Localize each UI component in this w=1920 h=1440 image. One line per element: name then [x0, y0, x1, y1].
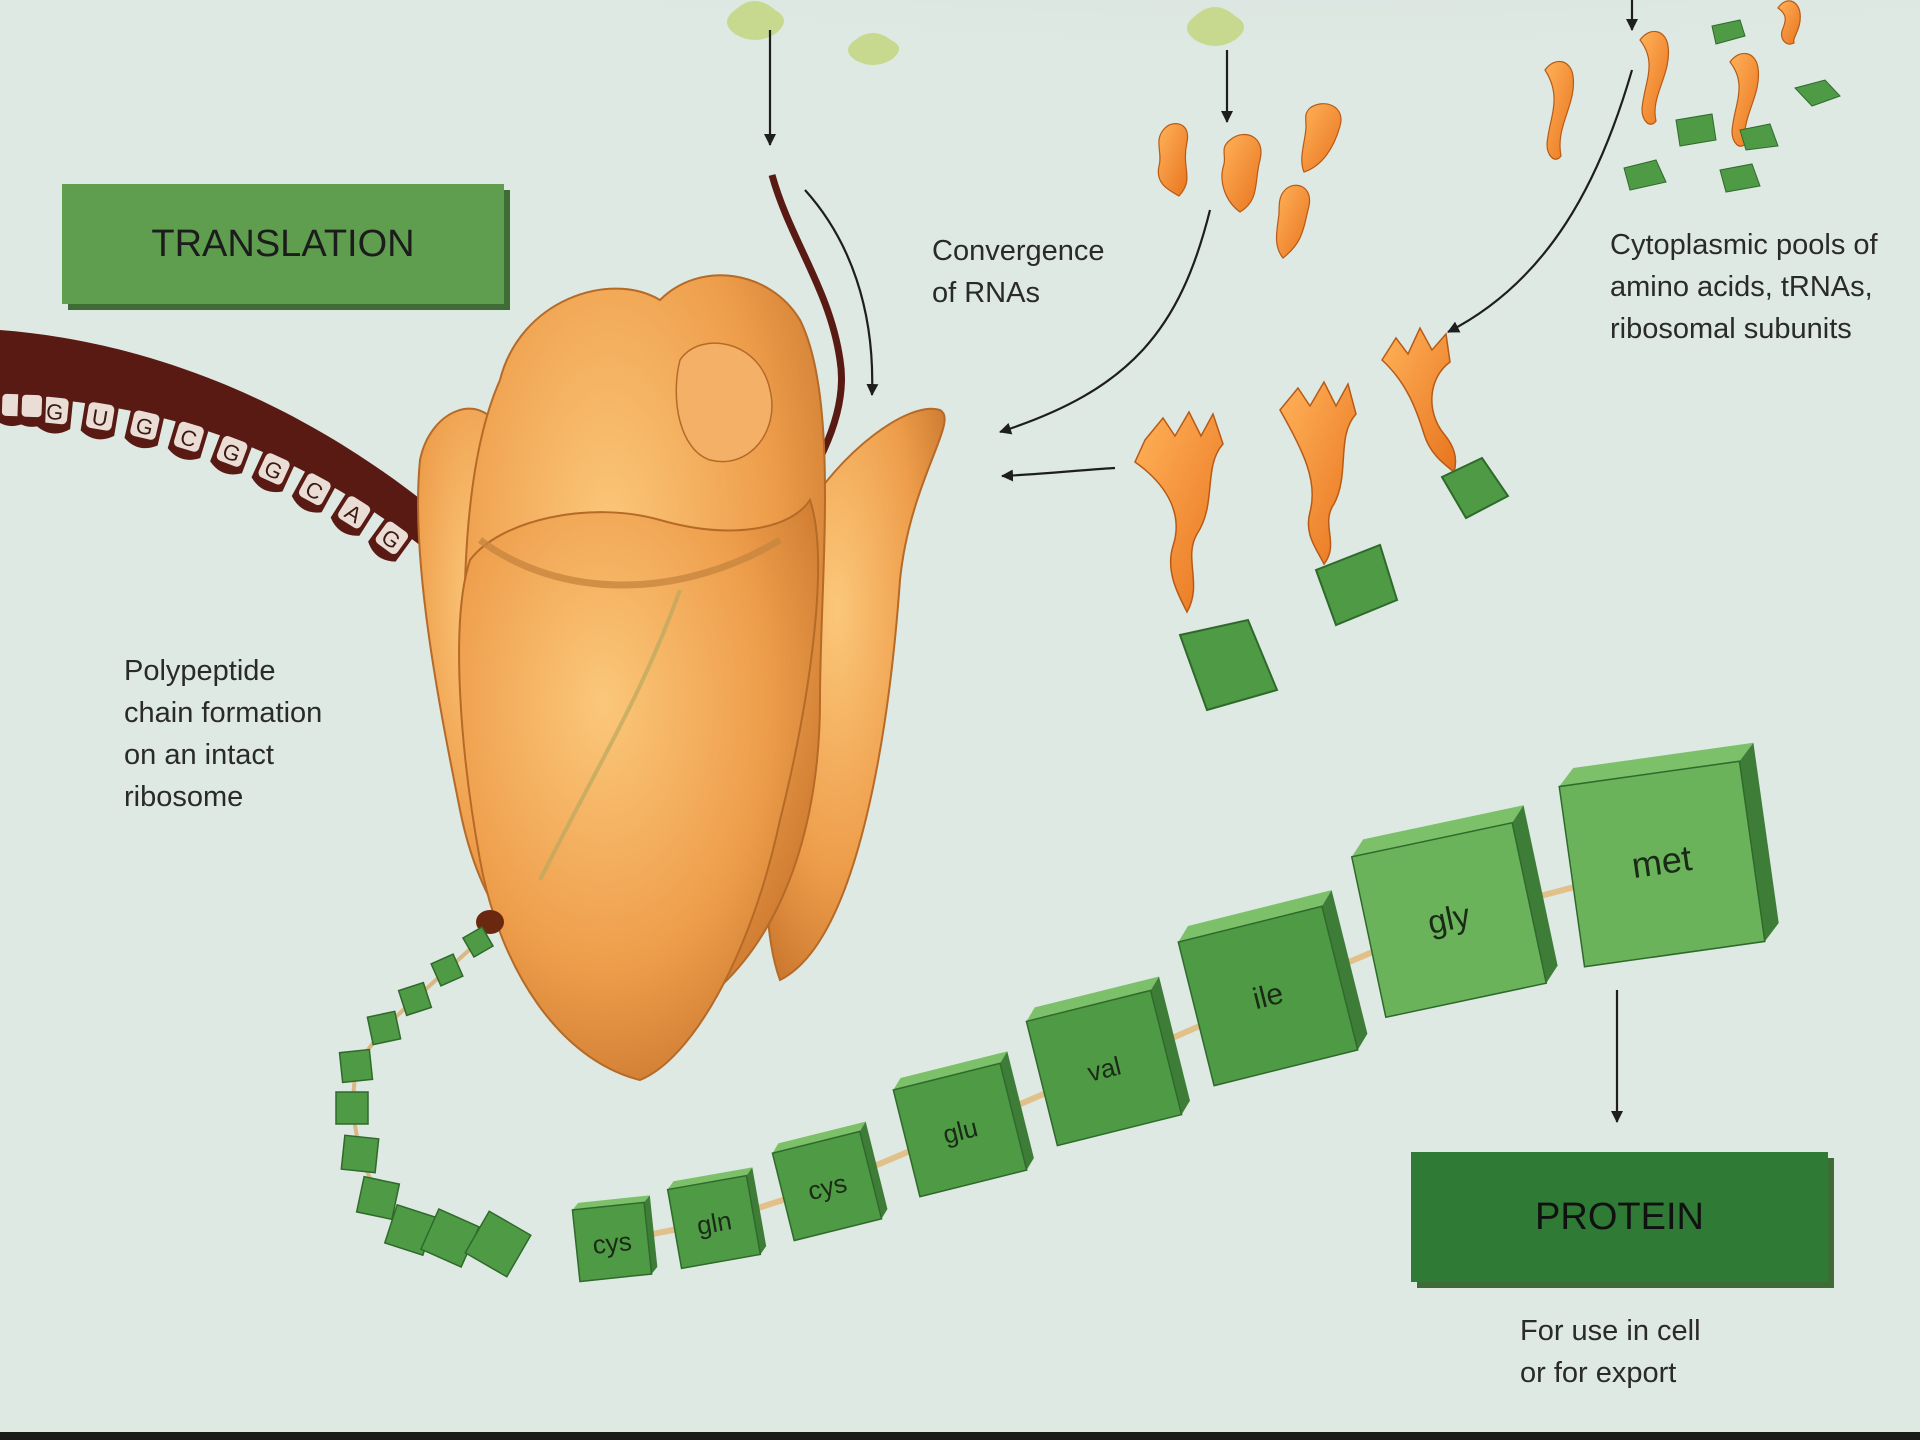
- convergence-line-2: of RNAs: [932, 272, 1105, 314]
- amino-acid-box: glu: [891, 1051, 1036, 1196]
- chain-bead: [367, 1011, 400, 1044]
- protein-banner: PROTEIN: [1411, 1152, 1828, 1282]
- pools-line-2: amino acids, tRNAs,: [1610, 266, 1878, 308]
- polypeptide-label: Polypeptide chain formation on an intact…: [124, 650, 322, 818]
- chain-bead: [357, 1177, 400, 1220]
- convergence-line-1: Convergence: [932, 230, 1105, 272]
- charged-trna: [1280, 382, 1397, 625]
- amino-acid-box: cys: [770, 1122, 889, 1241]
- polypeptide-line-4: ribosome: [124, 776, 322, 818]
- polypeptide-line-3: on an intact: [124, 734, 322, 776]
- translation-title: TRANSLATION: [151, 223, 414, 266]
- amino-acid-box: met: [1557, 743, 1781, 967]
- mrna-base: U: [80, 399, 120, 442]
- use-line-2: or for export: [1520, 1352, 1701, 1394]
- pools-label: Cytoplasmic pools of amino acids, tRNAs,…: [1610, 224, 1878, 350]
- amino-acid-box: gly: [1349, 805, 1561, 1017]
- amino-acid-label: met: [1629, 837, 1694, 886]
- use-label: For use in cell or for export: [1520, 1310, 1701, 1394]
- mrna-base-letter: G: [45, 399, 65, 426]
- polypeptide-line-1: Polypeptide: [124, 650, 322, 692]
- ribosome: [418, 275, 945, 1080]
- chain-bead: [336, 1092, 368, 1124]
- mrna-base: G: [123, 407, 165, 452]
- charged-trna: [1135, 412, 1277, 710]
- chain-bead: [340, 1050, 373, 1083]
- use-line-1: For use in cell: [1520, 1310, 1701, 1352]
- chain-bead: [465, 1211, 531, 1277]
- amino-acid-box: cys: [572, 1195, 658, 1281]
- protein-title: PROTEIN: [1535, 1196, 1704, 1239]
- chain-bead: [341, 1135, 378, 1172]
- bottom-border: [0, 1432, 1920, 1440]
- amino-acid-box: gln: [666, 1167, 767, 1268]
- mrna-tab: [17, 392, 46, 427]
- amino-acid-box: ile: [1175, 890, 1371, 1086]
- amino-acid-label: gln: [694, 1205, 733, 1241]
- convergence-label: Convergence of RNAs: [932, 230, 1105, 314]
- charged-trnas: [1135, 328, 1508, 710]
- charged-trna: [1382, 328, 1508, 518]
- polypeptide-line-2: chain formation: [124, 692, 322, 734]
- translation-banner: TRANSLATION: [62, 184, 504, 304]
- amino-acid-label: cys: [591, 1226, 633, 1260]
- amino-acid-box: val: [1024, 976, 1193, 1145]
- polypeptide-beads: [336, 927, 531, 1277]
- pools-line-1: Cytoplasmic pools of: [1610, 224, 1878, 266]
- pools-line-3: ribosomal subunits: [1610, 308, 1878, 350]
